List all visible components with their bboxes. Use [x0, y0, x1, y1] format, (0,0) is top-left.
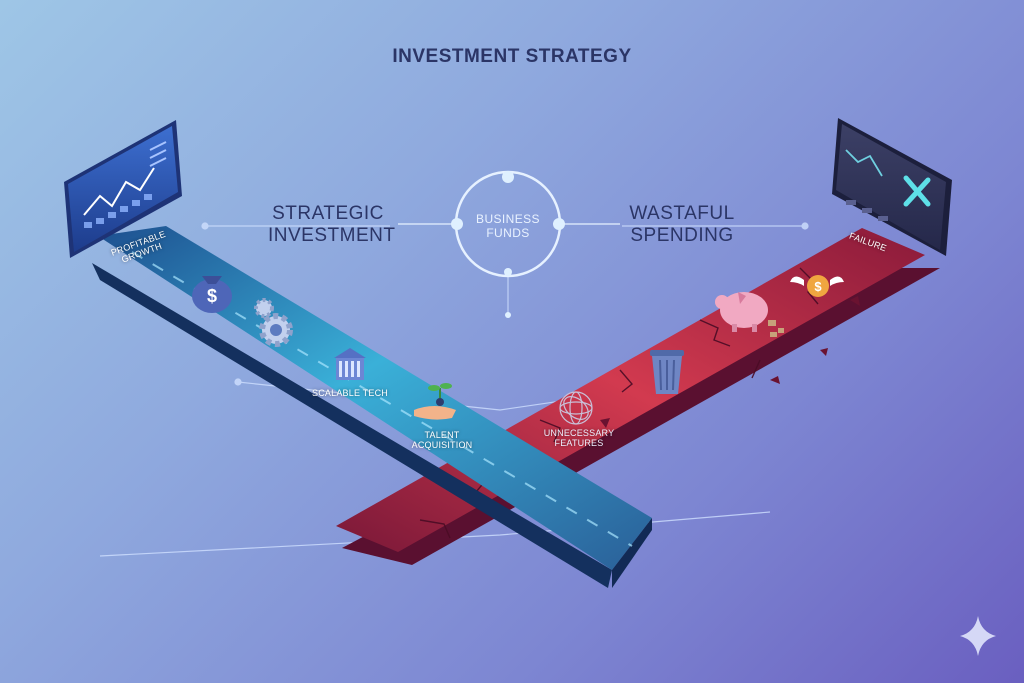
- strategic-heading-line1: STRATEGIC: [272, 203, 384, 224]
- svg-text:$: $: [207, 286, 217, 306]
- growth-chart-monitor: [64, 120, 182, 258]
- strategic-heading-line2: INVESTMENT: [268, 225, 396, 246]
- talent-acquisition-label: TALENT ACQUISITION: [400, 430, 484, 450]
- success-road: [92, 226, 652, 588]
- failure-chart-monitor: [832, 118, 952, 256]
- flying-coin-icon: $: [790, 275, 844, 297]
- money-bag-icon: $: [192, 276, 232, 313]
- scalable-tech-line1: SCALABLE TECH: [312, 388, 388, 398]
- business-funds-hub: [398, 170, 620, 318]
- strategic-investment-heading: STRATEGIC INVESTMENT: [268, 203, 396, 247]
- gears-icon: [254, 298, 293, 347]
- talent-line1: TALENT: [424, 430, 460, 440]
- page-title: INVESTMENT STRATEGY: [392, 46, 632, 67]
- unnecessary-line1: UNNECESSARY: [543, 428, 615, 438]
- talent-line2: ACQUISITION: [411, 440, 473, 450]
- plant-in-hand-icon: [414, 383, 456, 420]
- unnecessary-line2: FEATURES: [554, 438, 604, 448]
- trash-can-icon: [650, 350, 684, 394]
- tangled-ball-icon: [559, 391, 593, 425]
- business-funds-label: BUSINESS FUNDS: [458, 212, 558, 240]
- unnecessary-features-label: UNNECESSARY FEATURES: [534, 428, 624, 448]
- hub-line1: BUSINESS: [476, 212, 540, 226]
- sparkle-icon: [960, 616, 996, 656]
- svg-text:$: $: [814, 279, 822, 294]
- wasteful-spending-heading: WASTAFUL SPENDING: [622, 203, 742, 247]
- scalable-tech-label: SCALABLE TECH: [305, 388, 395, 398]
- building-icon: [334, 348, 366, 380]
- wasteful-heading-line2: SPENDING: [630, 225, 734, 246]
- broken-piggy-bank-icon: [715, 292, 784, 337]
- hub-line2: FUNDS: [486, 226, 530, 240]
- wasteful-heading-line1: WASTAFUL: [629, 203, 735, 224]
